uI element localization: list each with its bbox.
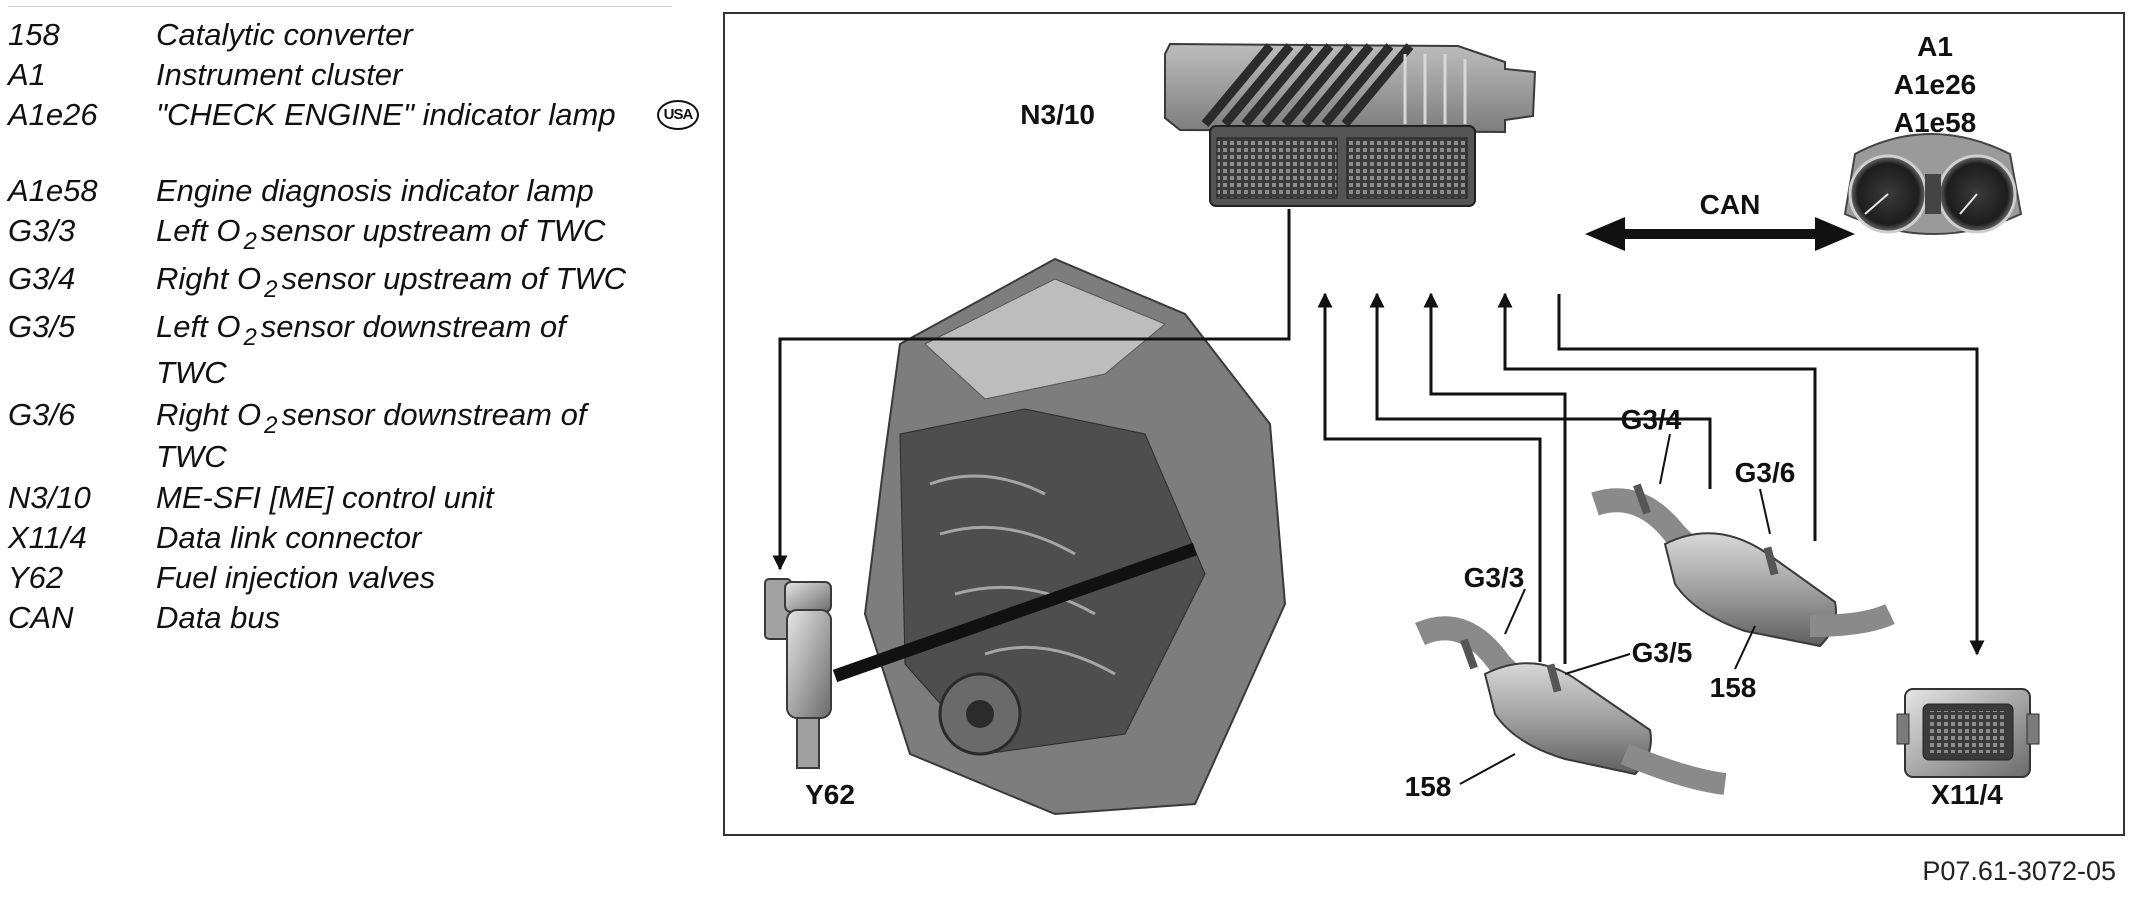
legend-desc: Instrument cluster: [156, 57, 403, 92]
wire-g3-4-to-ecu: [1369, 292, 1712, 489]
legend-desc-continued: TWC: [156, 355, 227, 390]
wire-g3-3-to-ecu: [1317, 292, 1542, 662]
legend-code: G3/4: [8, 261, 76, 296]
legend-code: Y62: [8, 560, 64, 595]
usa-badge-icon: USA: [657, 100, 699, 130]
legend-code: CAN: [8, 600, 74, 635]
leader-lines: [1459, 433, 1771, 785]
can-bus-arrow: [1585, 217, 1855, 251]
legend-desc: Fuel injection valves: [156, 560, 436, 595]
legend-desc: ME-SFI [ME] control unit: [156, 480, 494, 515]
legend-top-rule: [8, 6, 672, 7]
legend-code: A1e26: [8, 97, 98, 132]
legend-desc: "CHECK ENGINE" indicator lamp: [156, 97, 616, 132]
label-can: CAN: [1700, 189, 1761, 220]
catalytic-converter-left-icon: [1415, 616, 1727, 795]
legend-code: X11/4: [8, 520, 87, 555]
figure-reference: P07.61-3072-05: [1922, 856, 2116, 886]
label-n3-10: N3/10: [1020, 99, 1095, 130]
system-diagram: N3/10 A1 A1e26 A1e58 CAN G3/3 G3/4 G3/5 …: [764, 31, 2040, 816]
legend-code: G3/5: [8, 309, 76, 344]
label-g3-3: G3/3: [1464, 562, 1525, 593]
label-catalytic-converter-right: 158: [1710, 672, 1757, 703]
legend-code: G3/3: [8, 213, 76, 248]
injector-pointer-line: [832, 542, 1198, 683]
legend-code: N3/10: [8, 480, 91, 515]
legend-code: A1e58: [8, 173, 98, 208]
label-g3-4: G3/4: [1621, 404, 1682, 435]
wire-g3-5-to-ecu: [1423, 292, 1567, 664]
legend-desc: Engine diagnosis indicator lamp: [156, 173, 594, 208]
data-link-connector-icon: [1896, 688, 2040, 778]
legend-desc: Catalytic converter: [156, 17, 413, 52]
wire-ecu-to-x11-4: [1557, 294, 1985, 656]
label-g3-6: G3/6: [1735, 457, 1796, 488]
diagram-frame: N3/10 A1 A1e26 A1e58 CAN G3/3 G3/4 G3/5 …: [723, 12, 2125, 836]
engine-icon: [863, 257, 1287, 816]
label-g3-5: G3/5: [1632, 637, 1693, 668]
instrument-cluster-icon: [1843, 133, 2023, 235]
legend-code: A1: [8, 57, 46, 92]
label-a1e26: A1e26: [1894, 69, 1977, 100]
legend-desc-continued: TWC: [156, 439, 227, 474]
label-catalytic-converter-left: 158: [1405, 771, 1452, 802]
legend-desc: Data bus: [156, 600, 281, 635]
fuel-injector-icon: [764, 578, 832, 769]
wire-g3-6-to-ecu: [1497, 292, 1817, 541]
wire-ecu-to-y62: [772, 209, 1291, 571]
legend-desc: Data link connector: [156, 520, 422, 555]
label-a1: A1: [1917, 31, 1953, 62]
legend-code: 158: [8, 17, 60, 52]
catalytic-converter-right-icon: [1591, 483, 1895, 648]
label-a1e58: A1e58: [1894, 107, 1977, 138]
label-y62: Y62: [805, 779, 855, 810]
label-x11-4: X11/4: [1931, 779, 2003, 810]
legend: 158 Catalytic converter A1 Instrument cl…: [0, 0, 720, 660]
ecu-n3-10-icon: [1164, 42, 1537, 207]
legend-code: G3/6: [8, 397, 76, 432]
